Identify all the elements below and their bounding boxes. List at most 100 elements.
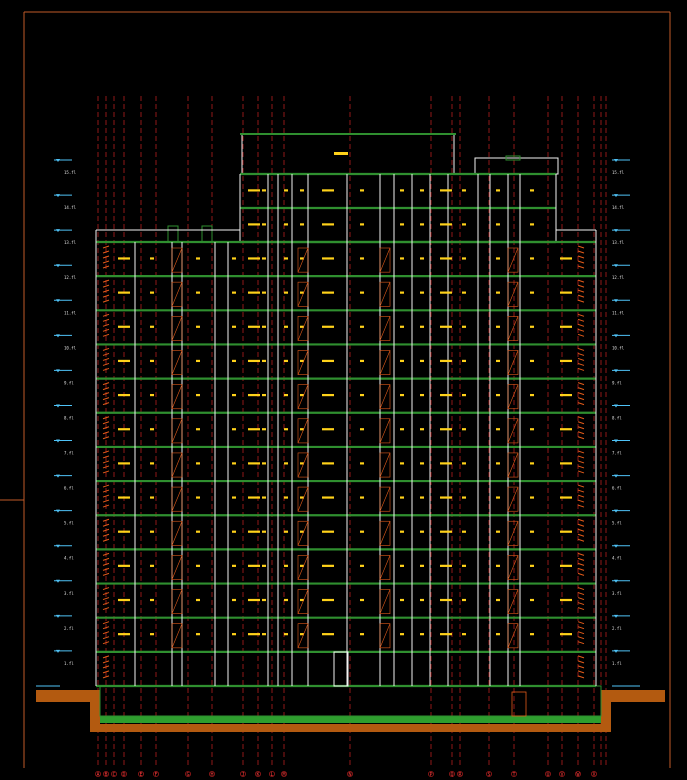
grid-axis-label: N [349, 772, 352, 778]
window-mark [262, 530, 266, 533]
window-mark [400, 633, 404, 636]
grid-axis-bubble [545, 771, 551, 777]
stair-door-outline [171, 247, 183, 273]
stair-door-diagonal [507, 350, 519, 375]
window-mark [440, 291, 452, 294]
window-mark [560, 530, 572, 533]
window-mark [248, 223, 260, 226]
stair-door-outline [507, 350, 519, 375]
window-mark [560, 598, 572, 602]
grid-axis-label: J [242, 772, 245, 778]
grid-axis-bubble [255, 771, 261, 777]
window-mark [462, 428, 466, 431]
balcony-hatch-left [102, 333, 110, 337]
window-mark [284, 257, 288, 260]
balcony-hatch-right [577, 538, 585, 542]
balcony-hatch-left [102, 528, 110, 532]
grid-axis-label: X [593, 772, 596, 778]
balcony-hatch-right [577, 357, 585, 361]
balcony-hatch-left [102, 602, 110, 606]
window-mark [300, 462, 304, 465]
stair-door-outline [379, 350, 391, 375]
grid-axis-label: M [283, 772, 286, 778]
stair-door-diagonal [171, 623, 183, 648]
stair-door-outline [297, 281, 309, 307]
balcony-hatch-right [577, 284, 585, 288]
window-mark [400, 598, 404, 602]
window-mark [400, 428, 404, 431]
window-mark [560, 291, 572, 294]
stair-door-outline [171, 350, 183, 375]
balcony-hatch-right [577, 592, 585, 596]
level-marker-icon [614, 649, 618, 653]
window-mark [248, 564, 260, 567]
window-mark [462, 291, 466, 294]
window-mark [284, 530, 288, 533]
window-mark [440, 633, 452, 636]
grid-axis-label: F [155, 772, 158, 778]
grid-axis-bubble [486, 771, 492, 777]
level-markers-right: 15.fl14.fl13.fl12.fl11.fl10.fl9.fl8.fl7.… [612, 159, 640, 687]
window-mark [530, 223, 534, 226]
window-mark [300, 257, 304, 260]
balcony-hatch-right [577, 318, 585, 322]
window-mark [322, 598, 334, 602]
window-mark [560, 257, 572, 260]
window-mark [462, 257, 466, 260]
level-tag-right: 9.fl [612, 380, 622, 385]
window-mark [150, 359, 154, 363]
balcony-hatch-right [577, 323, 585, 327]
window-mark [232, 530, 236, 533]
stair-door-diagonal [507, 486, 519, 512]
stair-door-outline [507, 418, 519, 444]
level-marker-icon [614, 194, 618, 198]
stair-door-outline [297, 520, 309, 546]
window-mark [322, 189, 334, 192]
balcony-hatch-left [102, 655, 110, 659]
window-mark [300, 291, 304, 294]
roof-core-window [334, 152, 348, 155]
level-marker-icon [56, 509, 60, 513]
level-tag-left: 15.fl [64, 170, 77, 175]
level-marker-icon [614, 614, 618, 618]
balcony-hatch-right [577, 265, 585, 269]
balcony-hatch-left [102, 641, 110, 645]
window-mark [322, 462, 334, 465]
balcony-hatch-right [577, 294, 585, 298]
window-mark [248, 462, 260, 465]
window-mark [560, 496, 572, 499]
stair-door-diagonal [171, 486, 183, 512]
balcony-hatch-right [577, 631, 585, 635]
level-marker-icon [614, 439, 618, 443]
grid-axis-bubble [559, 771, 565, 777]
balcony-hatch-right [577, 392, 585, 396]
window-mark [496, 496, 500, 499]
stair-door-diagonal [507, 384, 519, 409]
window-mark [262, 189, 266, 192]
window-mark [248, 530, 260, 533]
window-mark [360, 359, 364, 363]
stair-door-diagonal [171, 555, 183, 580]
balcony-hatch-left [102, 387, 110, 391]
level-tag-left: 3.fl [64, 591, 74, 596]
window-mark [462, 393, 466, 397]
window-mark [440, 223, 452, 226]
balcony-hatch-left [102, 626, 110, 630]
balcony-hatch-right [577, 260, 585, 264]
balcony-hatch-left [102, 402, 110, 406]
stair-door-diagonal [379, 350, 391, 375]
window-mark [530, 393, 534, 397]
window-mark [232, 291, 236, 294]
balcony-hatch-left [102, 299, 110, 303]
balcony-hatch-right [577, 421, 585, 425]
window-mark [560, 428, 572, 431]
window-mark [496, 223, 500, 226]
window-mark [420, 633, 424, 636]
level-marker-icon [614, 369, 618, 373]
level-tag-right: 8.fl [612, 415, 622, 420]
stair-door-diagonal [507, 521, 519, 546]
stair-door-outline [507, 281, 519, 307]
grid-axis-label: G [187, 772, 190, 778]
stair-door-outline [507, 520, 519, 546]
balcony-hatch-left [102, 494, 110, 498]
